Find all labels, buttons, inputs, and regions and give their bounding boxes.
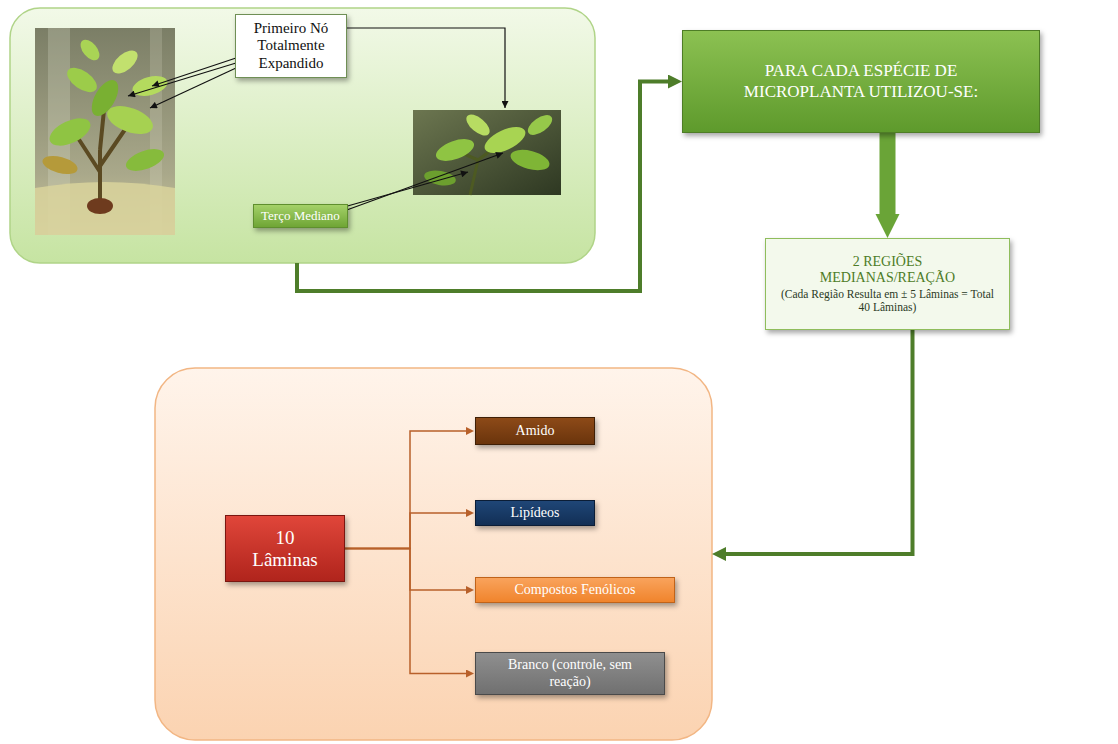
reaction-box: Compostos Fenólicos [475, 577, 675, 603]
connector-arrow [880, 133, 896, 214]
panel-fill [155, 368, 712, 740]
source-box: 10 Lâminas [225, 515, 345, 582]
callout-box: Terço Mediano [253, 204, 348, 228]
connector-arrow [345, 431, 466, 549]
connector-arrow [345, 549, 466, 674]
node-label: Lipídeos [511, 505, 560, 521]
node-label: Branco (controle, sem reação) [504, 657, 636, 689]
connector-arrow [726, 330, 913, 554]
control-box: Branco (controle, sem reação) [475, 652, 665, 695]
connector-arrow [345, 513, 466, 549]
detail-photo [413, 110, 561, 195]
node-label: Primeiro Nó Totalmente Expandido [244, 20, 338, 72]
reaction-box: Amido [475, 417, 595, 445]
node-label: Amido [516, 423, 555, 439]
figure-panel: Primeiro Nó Totalmente ExpandidoTerço Me… [10, 8, 595, 263]
result-panel: 10 Lâminas AmidoLipídeosCompostos Fenólic… [155, 368, 712, 740]
connector-arrow [297, 82, 668, 292]
node-label: 2 REGIÕES MEDIANAS/REAÇÃO [808, 254, 968, 286]
connector-arrow [345, 549, 466, 591]
panel-fill [10, 8, 595, 263]
node-label: PARA CADA ESPÉCIE DE MICROPLANTA UTILIZO… [713, 61, 1009, 102]
process-box: 2 REGIÕES MEDIANAS/REAÇÃO(Cada Região Re… [765, 238, 1010, 330]
node-label: Compostos Fenólicos [515, 582, 636, 598]
node-label: Terço Mediano [261, 208, 340, 224]
reaction-box: Lipídeos [475, 500, 595, 526]
plant-photo [35, 28, 175, 235]
node-label: 10 Lâminas [248, 527, 322, 571]
process-box: PARA CADA ESPÉCIE DE MICROPLANTA UTILIZO… [682, 30, 1040, 133]
callout-box: Primeiro Nó Totalmente Expandido [235, 14, 347, 78]
node-label: (Cada Região Resulta em ± 5 Lâminas = To… [776, 288, 999, 314]
